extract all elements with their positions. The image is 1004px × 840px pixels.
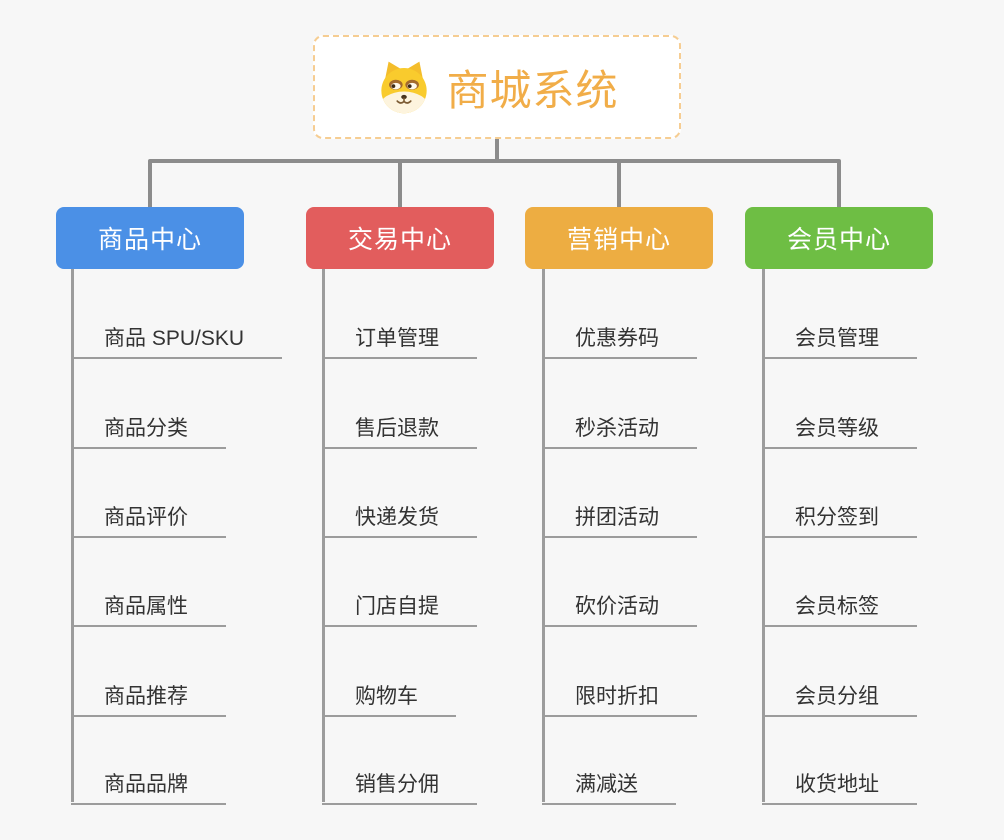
leaf-node[interactable]: 限时折扣 <box>542 668 697 717</box>
leaf-node[interactable]: 商品分类 <box>71 400 226 449</box>
leaf-node[interactable]: 会员分组 <box>762 668 917 717</box>
leaf-node[interactable]: 售后退款 <box>322 400 477 449</box>
leaf-node[interactable]: 会员等级 <box>762 400 917 449</box>
branch-node-product-center[interactable]: 商品中心 <box>56 207 244 269</box>
shiba-dog-icon <box>375 58 433 116</box>
root-node[interactable]: 商城系统 <box>313 35 681 139</box>
leaf-node[interactable]: 优惠券码 <box>542 310 697 359</box>
branch-node-trade-center[interactable]: 交易中心 <box>306 207 494 269</box>
connector-column-line <box>762 269 765 802</box>
connector-column-line <box>322 269 325 802</box>
connector-drop-marketing <box>617 161 621 207</box>
branch-children-trade: 订单管理 售后退款 快递发货 门店自提 购物车 销售分佣 <box>322 269 582 805</box>
connector-drop-member <box>837 161 841 207</box>
leaf-node[interactable]: 会员标签 <box>762 578 917 627</box>
leaf-node[interactable]: 商品 SPU/SKU <box>71 310 283 359</box>
leaf-node[interactable]: 商品属性 <box>71 578 226 627</box>
branch-children-product: 商品 SPU/SKU 商品分类 商品评价 商品属性 商品推荐 商品品牌 <box>71 269 331 805</box>
branch-node-member-center[interactable]: 会员中心 <box>745 207 933 269</box>
leaf-node[interactable]: 收货地址 <box>762 756 917 805</box>
leaf-node[interactable]: 商品推荐 <box>71 668 226 717</box>
connector-root-stem <box>495 139 499 161</box>
leaf-node[interactable]: 销售分佣 <box>322 756 477 805</box>
leaf-node[interactable]: 商品品牌 <box>71 756 226 805</box>
connector-drop-trade <box>398 161 402 207</box>
leaf-node[interactable]: 砍价活动 <box>542 578 697 627</box>
leaf-node[interactable]: 拼团活动 <box>542 489 697 538</box>
leaf-node[interactable]: 购物车 <box>322 668 456 717</box>
branch-node-marketing-center[interactable]: 营销中心 <box>525 207 713 269</box>
leaf-node[interactable]: 快递发货 <box>322 489 477 538</box>
connector-drop-product <box>148 161 152 207</box>
branch-children-marketing: 优惠券码 秒杀活动 拼团活动 砍价活动 限时折扣 满减送 <box>542 269 802 805</box>
connector-column-line <box>542 269 545 802</box>
connector-rail <box>148 159 841 163</box>
leaf-node[interactable]: 会员管理 <box>762 310 917 359</box>
leaf-node[interactable]: 积分签到 <box>762 489 917 538</box>
leaf-node[interactable]: 满减送 <box>542 756 676 805</box>
root-title: 商城系统 <box>446 66 619 114</box>
leaf-node[interactable]: 秒杀活动 <box>542 400 697 449</box>
leaf-node[interactable]: 订单管理 <box>322 310 477 359</box>
leaf-node[interactable]: 门店自提 <box>322 578 477 627</box>
leaf-node[interactable]: 商品评价 <box>71 489 226 538</box>
branch-children-member: 会员管理 会员等级 积分签到 会员标签 会员分组 收货地址 <box>762 269 1004 805</box>
connector-column-line <box>71 269 74 802</box>
